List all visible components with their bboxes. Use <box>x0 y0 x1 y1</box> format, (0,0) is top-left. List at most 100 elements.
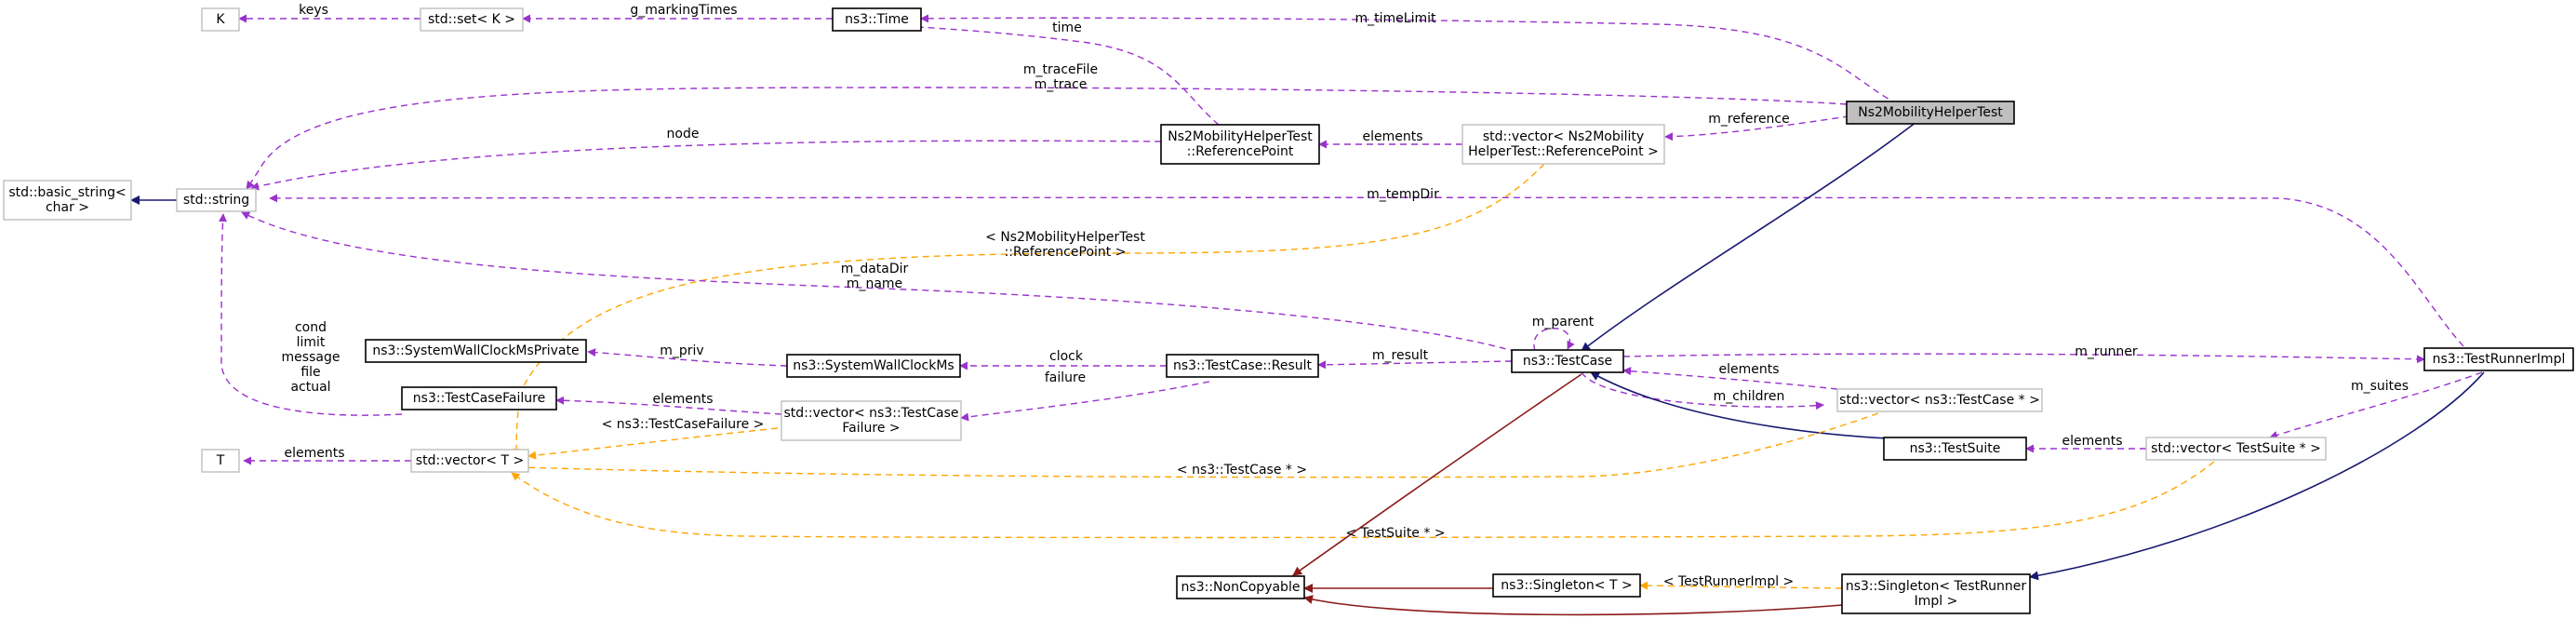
label-parent: m_parent <box>1532 315 1595 330</box>
edge-runner <box>1622 353 2425 364</box>
node-set-k[interactable]: std::set< K > <box>420 7 524 32</box>
node-vector-t-label: std::vector< T > <box>416 453 524 468</box>
label-elements-suite: elements <box>2062 434 2122 449</box>
node-system-wall-clock-ms-private[interactable]: ns3::SystemWallClockMsPrivate <box>365 339 587 363</box>
edge-tmpl-testsuite-ptr <box>511 461 2215 539</box>
label-priv: m_priv <box>660 343 703 358</box>
label-keys: keys <box>299 3 328 18</box>
edge-focus-testcase <box>1581 121 1917 352</box>
edge-cond <box>218 213 403 416</box>
edges <box>130 14 2485 616</box>
node-time-label: ns3::Time <box>845 12 909 27</box>
edge-labels: keys g_markingTimes m_timeLimit time m_t… <box>282 3 2409 589</box>
node-non-copyable-label: ns3::NonCopyable <box>1181 580 1301 595</box>
node-test-case[interactable]: ns3::TestCase <box>1511 349 1624 373</box>
edge-failure <box>960 381 1210 422</box>
label-time-limit: m_timeLimit <box>1355 11 1436 26</box>
node-test-suite-label: ns3::TestSuite <box>1910 441 2001 456</box>
edge-elements-tc <box>1622 367 1838 390</box>
label-suites: m_suites <box>2351 379 2409 394</box>
node-vector-test-suite-ptr[interactable]: std::vector< TestSuite * > <box>2145 437 2327 461</box>
label-elements-ref: elements <box>1362 129 1422 144</box>
edge-runner-singleton <box>2029 371 2485 581</box>
node-reference-point[interactable]: Ns2MobilityHelperTest::ReferencePoint <box>1160 124 1320 165</box>
label-elements-tc: elements <box>1718 362 1779 377</box>
node-singleton-t-label: ns3::Singleton< T > <box>1501 578 1632 593</box>
label-result: m_result <box>1372 348 1429 363</box>
edge-reference <box>1664 114 1862 141</box>
edge-suites <box>2269 371 2483 439</box>
label-tmpl-failure: < ns3::TestCaseFailure > <box>602 417 765 432</box>
edge-temp-dir <box>269 194 2464 347</box>
edge-children <box>1581 371 1824 410</box>
node-t-label: T <box>216 453 225 468</box>
edge-data-dir <box>241 211 1517 353</box>
edge-elements-fail <box>555 396 782 415</box>
node-vector-test-case-ptr-label: std::vector< ns3::TestCase * > <box>1839 393 2040 408</box>
node-test-case-failure[interactable]: ns3::TestCaseFailure <box>401 386 557 410</box>
label-elements-t: elements <box>284 446 344 461</box>
node-reference-point-label: Ns2MobilityHelperTest::ReferencePoint <box>1168 129 1313 159</box>
label-marking-times: g_markingTimes <box>630 3 737 18</box>
label-tmpl-runner: < TestRunnerImpl > <box>1663 574 1795 589</box>
node-time[interactable]: ns3::Time <box>832 7 922 32</box>
node-test-runner-impl[interactable]: ns3::TestRunnerImpl <box>2423 347 2574 371</box>
edge-tmpl-refpoint <box>512 163 1545 457</box>
node-vector-test-case-ptr[interactable]: std::vector< ns3::TestCase * > <box>1836 388 2043 412</box>
label-tmpl-testcase-ptr: < ns3::TestCase * > <box>1177 463 1307 478</box>
node-system-wall-clock-ms-private-label: ns3::SystemWallClockMsPrivate <box>372 343 579 358</box>
label-clock: clock <box>1049 349 1084 364</box>
label-reference: m_reference <box>1708 112 1790 127</box>
edge-tmpl-testcase-ptr <box>520 409 1889 478</box>
node-k[interactable]: K <box>201 7 240 32</box>
node-test-case-label: ns3::TestCase <box>1523 354 1612 369</box>
label-tmpl-refpoint: < Ns2MobilityHelperTest::ReferencePoint … <box>985 230 1145 260</box>
node-string[interactable]: std::string <box>176 188 257 212</box>
node-test-case-result[interactable]: ns3::TestCase::Result <box>1166 354 1319 378</box>
node-vector-test-suite-ptr-label: std::vector< TestSuite * > <box>2151 441 2321 456</box>
edge-node <box>250 140 1162 191</box>
edge-tmpl-runner <box>1639 581 1843 590</box>
edge-tmpl-failure <box>527 427 779 460</box>
node-t[interactable]: T <box>201 449 240 473</box>
node-test-runner-impl-label: ns3::TestRunnerImpl <box>2433 352 2566 367</box>
label-tmpl-testsuite-ptr: < TestSuite * > <box>1345 526 1445 541</box>
node-system-wall-clock-ms-label: ns3::SystemWallClockMs <box>793 358 954 373</box>
label-time: time <box>1052 20 1082 35</box>
edge-testcase-noncopyable <box>1292 373 1582 576</box>
node-basic-string-label: std::basic_string<char > <box>8 185 126 215</box>
edge-time-limit <box>920 14 1899 105</box>
edge-priv <box>587 348 788 367</box>
label-runner: m_runner <box>2075 344 2138 359</box>
label-node: node <box>667 127 700 141</box>
node-vector-t[interactable]: std::vector< T > <box>410 449 529 473</box>
label-children: m_children <box>1714 389 1785 404</box>
node-test-case-result-label: ns3::TestCase::Result <box>1173 358 1313 373</box>
node-k-label: K <box>216 12 225 27</box>
node-basic-string[interactable]: std::basic_string<char > <box>3 180 132 221</box>
node-test-suite[interactable]: ns3::TestSuite <box>1883 437 2027 461</box>
node-ns2-mobility-helper-test-label: Ns2MobilityHelperTest <box>1858 105 2003 120</box>
node-system-wall-clock-ms[interactable]: ns3::SystemWallClockMs <box>786 354 961 378</box>
label-failure: failure <box>1045 370 1086 385</box>
label-elements-fail: elements <box>652 392 713 407</box>
edge-parent <box>1533 328 1575 352</box>
edge-time <box>901 22 1220 126</box>
edge-trace <box>246 87 1848 190</box>
nodes: K std::set< K > ns3::Time Ns2MobilityHel… <box>3 7 2574 614</box>
node-test-case-failure-label: ns3::TestCaseFailure <box>413 391 545 406</box>
node-singleton-t[interactable]: ns3::Singleton< T > <box>1492 573 1641 598</box>
node-set-k-label: std::set< K > <box>428 12 515 27</box>
node-non-copyable[interactable]: ns3::NonCopyable <box>1176 575 1305 599</box>
node-ns2-mobility-helper-test[interactable]: Ns2MobilityHelperTest <box>1846 101 2015 125</box>
